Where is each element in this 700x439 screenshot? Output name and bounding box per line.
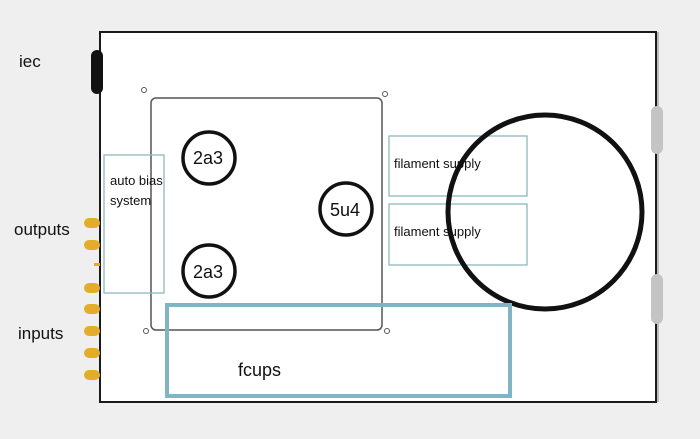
tube-5u4-label: 5u4 xyxy=(330,200,361,220)
output-jack xyxy=(84,240,100,250)
transformer-toroid xyxy=(445,112,645,312)
filament-supply-box-2 xyxy=(388,203,528,266)
filament-supply-label-2: filament supply xyxy=(394,224,481,239)
fcups-box xyxy=(165,303,512,398)
mounting-hole xyxy=(141,87,147,93)
output-jack-stub xyxy=(94,263,100,266)
auto-bias-label: auto bias system xyxy=(110,173,163,208)
tube-socket-2a3-bottom xyxy=(181,243,237,299)
tube-socket-5u4 xyxy=(318,181,374,237)
tube-socket-2a3-top xyxy=(181,130,237,186)
input-jack xyxy=(84,326,100,336)
input-jack xyxy=(84,304,100,314)
mounting-hole xyxy=(384,328,390,334)
mounting-hole xyxy=(143,328,149,334)
iec-socket xyxy=(91,50,103,94)
iec-label: iec xyxy=(19,52,41,71)
filament-supply-label-1: filament supply xyxy=(394,156,481,171)
input-jack xyxy=(84,283,100,293)
tube-2a3-bottom-label: 2a3 xyxy=(193,262,224,282)
output-jack xyxy=(84,218,100,228)
filament-supply-box-1 xyxy=(388,135,528,197)
outputs-label: outputs xyxy=(14,220,70,239)
handle-bottom xyxy=(651,274,663,324)
fcups-label: fcups xyxy=(238,360,282,380)
handle-top xyxy=(651,106,663,154)
tube-board-outline xyxy=(150,97,383,331)
inputs-label: inputs xyxy=(18,324,64,343)
tube-2a3-top-label: 2a3 xyxy=(193,148,224,168)
chassis-outline xyxy=(99,31,657,403)
mounting-hole xyxy=(382,91,388,97)
input-jack xyxy=(84,348,100,358)
input-jack xyxy=(84,370,100,380)
auto-bias-box xyxy=(103,154,165,294)
